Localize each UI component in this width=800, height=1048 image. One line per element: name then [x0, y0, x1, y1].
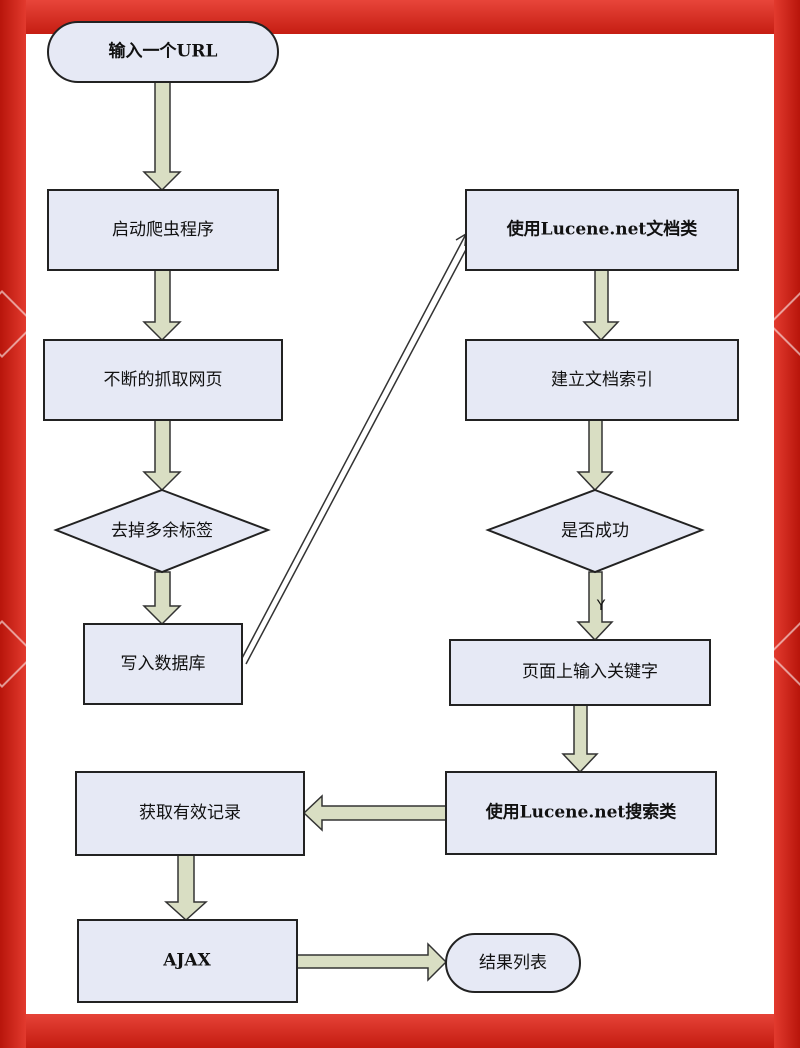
arrow-down [582, 269, 620, 342]
node-start-crawler: 启动爬虫程序 [47, 189, 279, 271]
arrow-left [302, 794, 447, 832]
bg-left-frame [0, 0, 26, 1048]
node-write-db: 写入数据库 [83, 623, 243, 705]
arrow-diagonal-shadow [245, 241, 471, 665]
arrow-right [296, 942, 448, 982]
arrow-down [164, 854, 208, 922]
arrow-down [142, 419, 182, 492]
arrow-down [561, 704, 599, 774]
node-success-check-label: 是否成功 [561, 521, 629, 541]
node-use-search-class-label: 使用Lucene.net搜索类 [485, 802, 678, 823]
node-build-index: 建立文档索引 [465, 339, 739, 421]
arrow-down [142, 269, 182, 342]
arrow-diagonal [239, 233, 467, 663]
node-success-check: 是否成功 [485, 488, 705, 574]
node-use-doc-class-label: 使用Lucene.net文档类 [506, 219, 699, 240]
arrow-down [576, 571, 614, 642]
node-input-url: 输入一个URL [47, 21, 279, 83]
bg-bottom-band [0, 1012, 800, 1048]
node-input-keyword-label: 页面上输入关键字 [522, 662, 658, 682]
node-start-crawler-label: 启动爬虫程序 [112, 220, 214, 240]
node-remove-tags: 去掉多余标签 [53, 488, 271, 574]
node-ajax: AJAX [77, 919, 298, 1003]
arrow-down [142, 571, 182, 626]
node-remove-tags-label: 去掉多余标签 [111, 521, 213, 541]
node-result-list: 结果列表 [445, 933, 581, 993]
arrow-down [142, 79, 182, 192]
node-result-list-label: 结果列表 [479, 953, 547, 973]
node-build-index-label: 建立文档索引 [551, 370, 653, 390]
bg-right-frame [774, 0, 800, 1048]
edge-label-yes: Y [596, 598, 606, 614]
node-use-search-class: 使用Lucene.net搜索类 [445, 771, 717, 855]
node-crawl-pages-label: 不断的抓取网页 [104, 370, 223, 390]
node-input-url-label: 输入一个URL [109, 41, 218, 62]
node-get-records-label: 获取有效记录 [139, 803, 241, 823]
arrow-down [576, 419, 614, 492]
node-write-db-label: 写入数据库 [121, 654, 206, 674]
node-ajax-label: AJAX [162, 951, 211, 971]
node-use-doc-class: 使用Lucene.net文档类 [465, 189, 739, 271]
node-get-records: 获取有效记录 [75, 771, 305, 856]
node-crawl-pages: 不断的抓取网页 [43, 339, 283, 421]
node-input-keyword: 页面上输入关键字 [449, 639, 711, 706]
